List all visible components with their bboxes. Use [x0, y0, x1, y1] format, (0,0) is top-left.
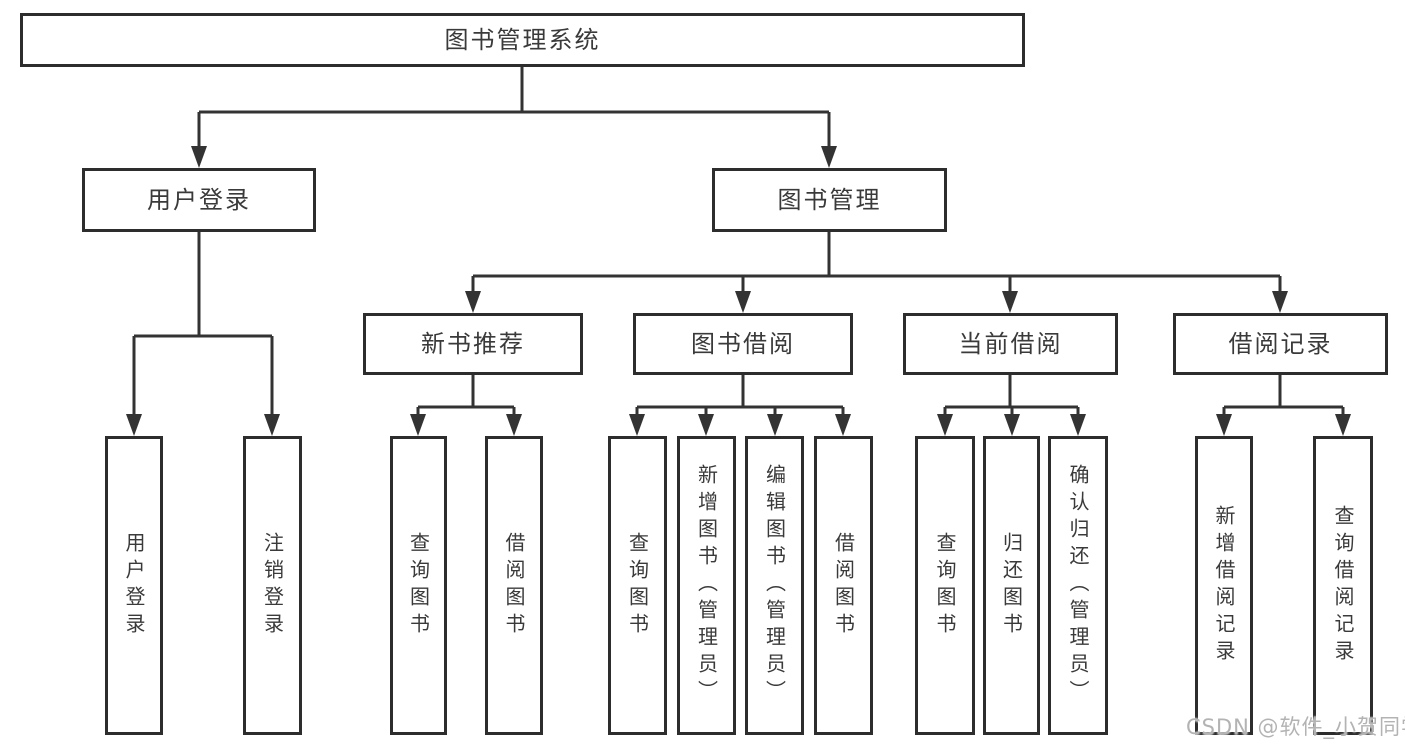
leaf-edit-book-admin: 编辑图书（管理员）: [745, 436, 804, 735]
arrowhead-icon: [465, 291, 481, 313]
section-borrow-records: 借阅记录: [1173, 313, 1388, 375]
arrowhead-icon: [506, 414, 522, 436]
arrowhead-icon: [821, 146, 837, 168]
arrowhead-icon: [629, 414, 645, 436]
arrowhead-icon: [264, 414, 280, 436]
section-new-book-recommend: 新书推荐: [363, 313, 583, 375]
leaf-logout: 注销登录: [243, 436, 302, 735]
section-book-borrow: 图书借阅: [633, 313, 853, 375]
node-book-management: 图书管理: [712, 168, 947, 232]
leaf-borrow-book: 借阅图书: [814, 436, 873, 735]
arrowhead-icon: [1272, 291, 1288, 313]
leaf-return-book: 归还图书: [983, 436, 1040, 735]
leaf-user-login: 用户登录: [105, 436, 163, 735]
arrowhead-icon: [126, 414, 142, 436]
leaf-add-book-admin: 新增图书（管理员）: [677, 436, 736, 735]
leaf-query-book-recommend: 查询图书: [390, 436, 447, 735]
leaf-query-book-current: 查询图书: [915, 436, 975, 735]
node-user-login: 用户登录: [82, 168, 316, 232]
leaf-confirm-return-admin: 确认归还（管理员）: [1048, 436, 1108, 735]
leaf-borrow-book-recommend: 借阅图书: [485, 436, 543, 735]
arrowhead-icon: [1070, 414, 1086, 436]
section-current-borrow: 当前借阅: [903, 313, 1118, 375]
arrowhead-icon: [698, 414, 714, 436]
arrowhead-icon: [735, 291, 751, 313]
arrowhead-icon: [767, 414, 783, 436]
arrowhead-icon: [1002, 291, 1018, 313]
leaf-add-borrow-record: 新增借阅记录: [1195, 436, 1253, 735]
connector-path: [132, 67, 1345, 418]
arrowhead-icon: [1216, 414, 1232, 436]
leaf-query-borrow-record: 查询借阅记录: [1313, 436, 1373, 735]
watermark: CSDN @软件_小贺同学: [1186, 715, 1405, 739]
arrowhead-icon: [937, 414, 953, 436]
arrowhead-icon: [410, 414, 426, 436]
arrowhead-icon: [1004, 414, 1020, 436]
node-root: 图书管理系统: [20, 13, 1025, 67]
arrowhead-icon: [1335, 414, 1351, 436]
leaf-query-book-borrow: 查询图书: [608, 436, 667, 735]
arrowhead-icon: [191, 146, 207, 168]
arrowhead-icon: [835, 414, 851, 436]
